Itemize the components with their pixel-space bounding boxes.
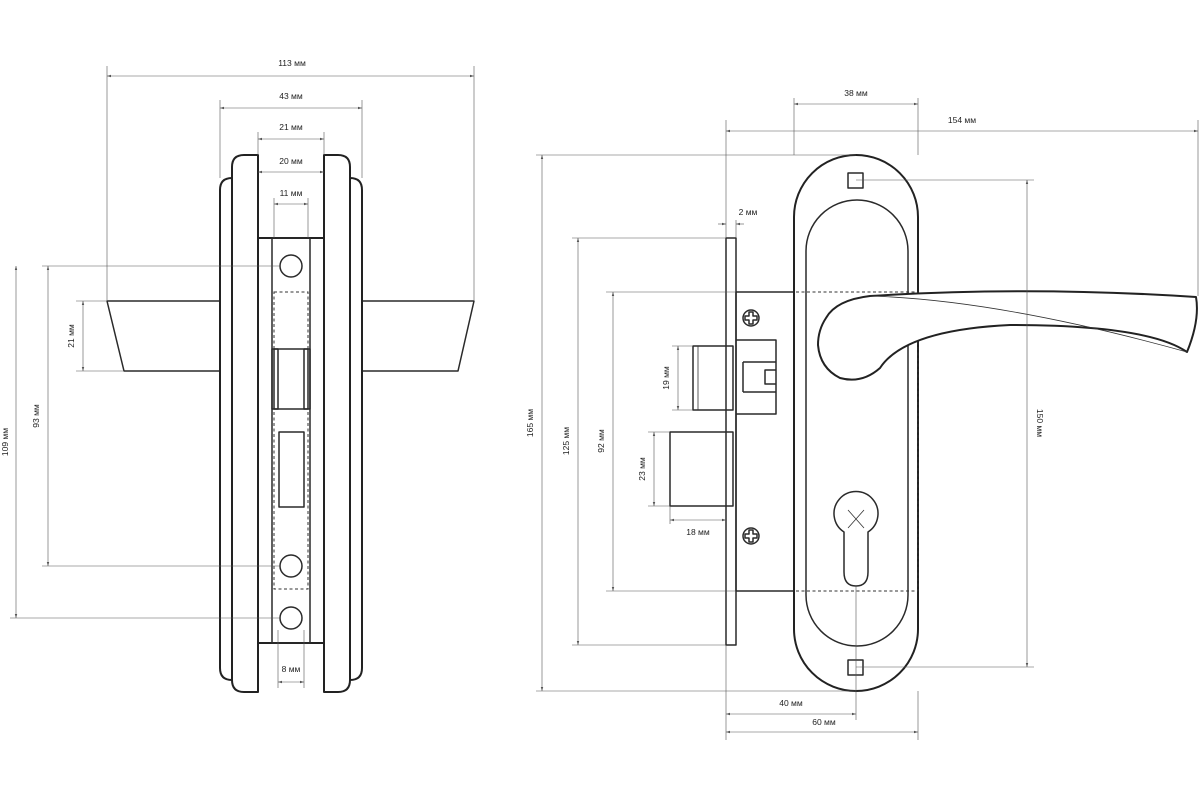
escutcheon-inner bbox=[805, 199, 909, 647]
dim-113: 113 мм bbox=[106, 58, 475, 300]
bolt-side bbox=[278, 431, 305, 508]
dim-label-8: 8 мм bbox=[282, 664, 301, 674]
keyhole-icon bbox=[833, 490, 879, 587]
latch-front bbox=[692, 345, 734, 411]
lever-edge bbox=[869, 295, 1188, 353]
bolt-front bbox=[669, 431, 734, 507]
dim-40: 40 мм bbox=[725, 586, 857, 740]
dim-label-113: 113 мм bbox=[278, 58, 306, 68]
dim-label-20: 20 мм bbox=[279, 156, 303, 166]
handle-left bbox=[106, 300, 223, 372]
dim-165: 165 мм bbox=[525, 154, 856, 692]
latch-edge-left bbox=[273, 348, 279, 410]
square-hole-top bbox=[847, 172, 864, 189]
dim-label-125: 125 мм bbox=[561, 427, 571, 455]
dim-92: 92 мм bbox=[596, 291, 736, 592]
dim-label-23: 23 мм bbox=[637, 457, 647, 481]
faceplate-front bbox=[725, 237, 737, 646]
cylinder-axis bbox=[847, 509, 865, 529]
escutcheon-left bbox=[231, 154, 259, 693]
dim-label-40: 40 мм bbox=[779, 698, 803, 708]
dim-154: 154 мм bbox=[725, 115, 1199, 296]
dim-label-21-top: 21 мм bbox=[279, 122, 303, 132]
side-view: 113 мм 43 мм 21 мм 20 мм 11 мм bbox=[0, 58, 475, 693]
dim-23: 23 мм bbox=[637, 431, 670, 507]
square-hole-bottom bbox=[847, 659, 864, 676]
escutcheon-left-back bbox=[219, 177, 233, 681]
faceplate-side bbox=[271, 237, 311, 644]
dim-label-11: 11 мм bbox=[280, 188, 303, 198]
dim-label-38: 38 мм bbox=[844, 88, 868, 98]
latch-side bbox=[271, 348, 311, 410]
dim-8: 8 мм bbox=[277, 630, 305, 688]
lock-case bbox=[735, 291, 797, 592]
dim-label-154: 154 мм bbox=[948, 115, 976, 125]
lever-handle bbox=[817, 290, 1198, 381]
dim-label-109: 109 мм bbox=[0, 428, 10, 456]
dim-93: 93 мм bbox=[31, 265, 280, 567]
front-view: 38 мм 154 мм 2 мм 165 мм 125 мм bbox=[525, 88, 1199, 740]
dim-38: 38 мм bbox=[793, 88, 919, 155]
dim-2: 2 мм bbox=[718, 207, 758, 238]
dim-label-93: 93 мм bbox=[31, 404, 41, 428]
dim-label-150: 150 мм bbox=[1035, 409, 1045, 437]
escutcheon-right bbox=[323, 154, 351, 693]
dim-label-18: 18 мм bbox=[686, 527, 710, 537]
dim-125: 125 мм bbox=[561, 237, 726, 646]
dim-label-60: 60 мм bbox=[812, 717, 836, 727]
dim-21-top: 21 мм bbox=[257, 122, 325, 155]
latch-area bbox=[273, 291, 309, 590]
dim-label-165: 165 мм bbox=[525, 409, 535, 437]
dim-20: 20 мм bbox=[258, 156, 324, 174]
dim-label-43: 43 мм bbox=[279, 91, 303, 101]
dim-19: 19 мм bbox=[661, 345, 693, 411]
dim-label-2: 2 мм bbox=[739, 207, 758, 217]
dim-18: 18 мм bbox=[669, 506, 726, 537]
dim-43: 43 мм bbox=[219, 91, 363, 178]
screw-top-icon bbox=[742, 309, 760, 327]
latch-edge-right bbox=[303, 348, 309, 410]
screw-bottom-icon bbox=[742, 527, 760, 545]
dim-label-92: 92 мм bbox=[596, 429, 606, 453]
dim-109: 109 мм bbox=[0, 266, 280, 619]
dim-label-21-handle: 21 мм bbox=[66, 324, 76, 348]
latch-mechanism bbox=[736, 339, 777, 415]
dim-11: 11 мм bbox=[273, 188, 309, 238]
dim-150: 150 мм bbox=[856, 179, 1045, 668]
dim-21-handle: 21 мм bbox=[66, 300, 124, 372]
handle-right bbox=[361, 300, 475, 372]
escutcheon-right-back bbox=[349, 177, 363, 681]
lock-body-side bbox=[257, 237, 325, 644]
dim-label-19: 19 мм bbox=[661, 366, 671, 390]
dim-60: 60 мм bbox=[726, 691, 919, 740]
